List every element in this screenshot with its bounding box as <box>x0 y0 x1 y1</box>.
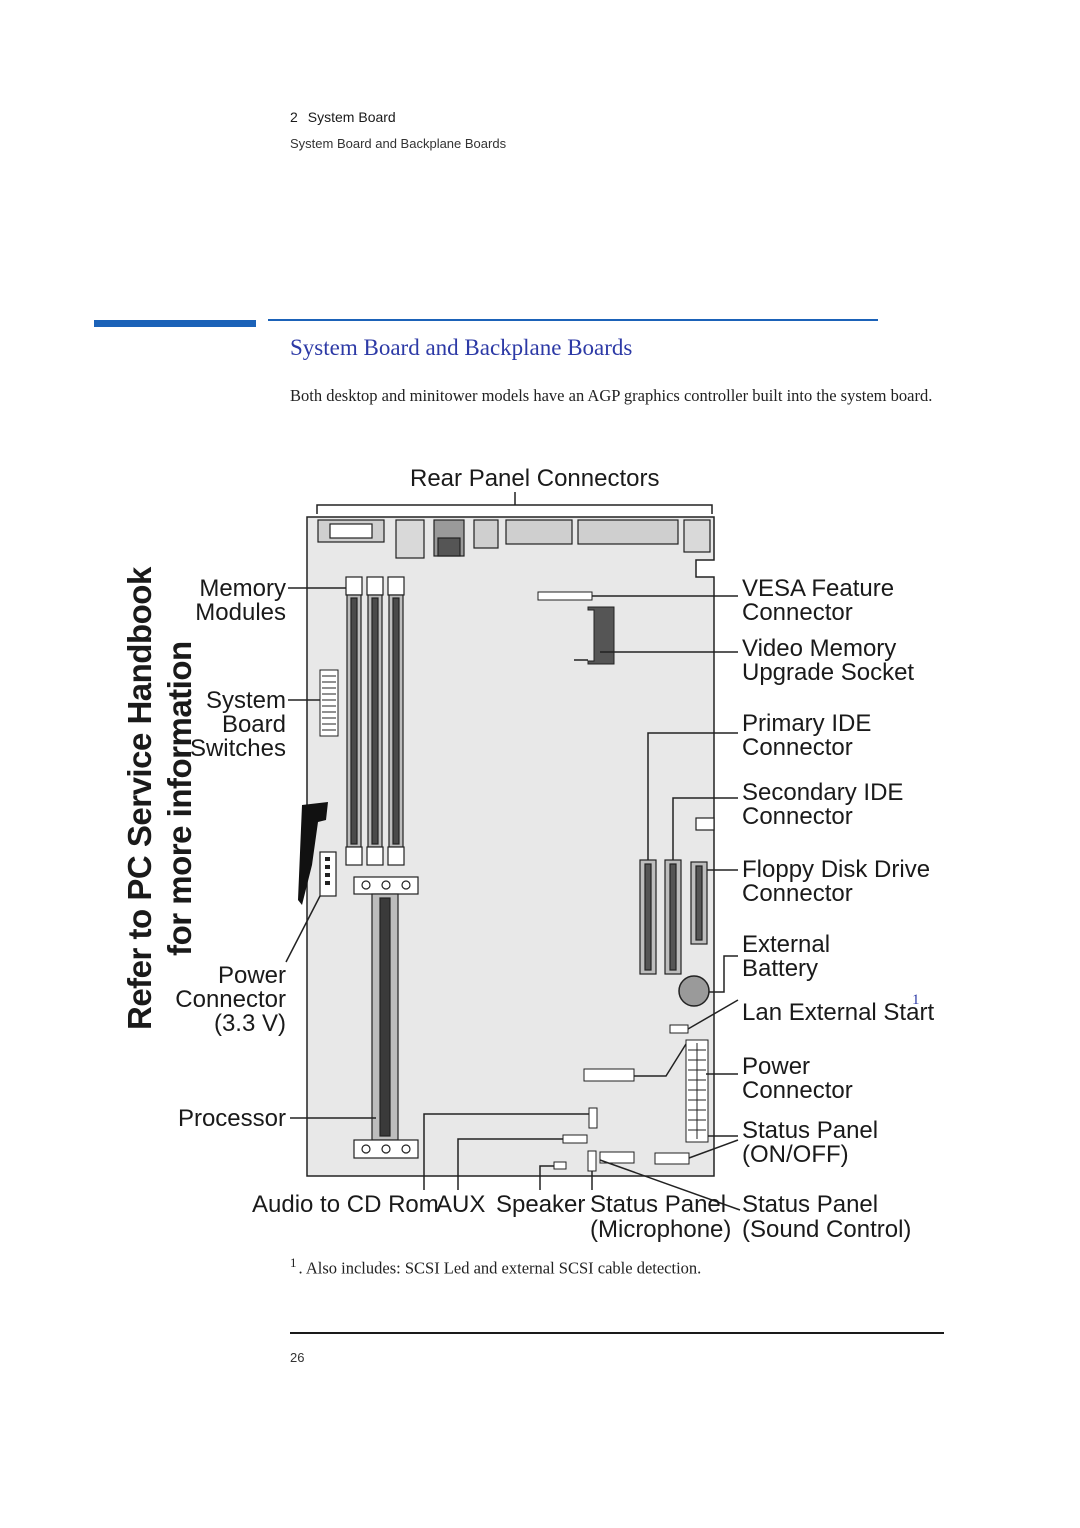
label-memory-1: Memory <box>199 575 286 602</box>
running-header-section: System Board and Backplane Boards <box>290 136 507 151</box>
board-outline <box>306 516 715 1177</box>
label-onoff-2: (ON/OFF) <box>742 1141 849 1168</box>
label-aux: AUX <box>436 1191 485 1218</box>
board-switches-block <box>319 669 339 737</box>
main-power-connector <box>685 1039 709 1143</box>
label-speaker: Speaker <box>496 1191 585 1218</box>
footnote-marker: 1 <box>290 1255 297 1270</box>
leader-lines <box>285 587 741 1211</box>
footnote-text: . Also includes: SCSI Led and external S… <box>298 1258 702 1278</box>
label-vesa-1: VESA Feature <box>742 575 894 602</box>
video-memory-socket <box>587 606 615 665</box>
section-rule <box>268 319 878 321</box>
label-switches-3: Switches <box>190 735 286 762</box>
label-video-1: Video Memory <box>742 635 896 662</box>
label-rear-panel: Rear Panel Connectors <box>410 465 659 492</box>
section-title: System Board and Backplane Boards <box>290 335 633 360</box>
ide-connectors <box>639 859 708 975</box>
label-side-1: Secondary IDE <box>742 779 903 806</box>
chapter-title: System Board <box>307 109 396 125</box>
external-battery <box>678 975 710 1007</box>
label-power3v-3: (3.3 V) <box>214 1010 286 1037</box>
lan-start-header <box>669 1024 689 1034</box>
label-battery-2: Battery <box>742 955 818 982</box>
label-sound-2: (Sound Control) <box>742 1216 911 1243</box>
label-power3v-1: Power <box>218 962 286 989</box>
label-switches-2: Board <box>222 711 286 738</box>
label-sound-1: Status Panel <box>742 1191 878 1218</box>
running-header-chapter: 2 System Board <box>290 109 396 125</box>
label-mic-2: (Microphone) <box>590 1216 731 1243</box>
label-floppy-1: Floppy Disk Drive <box>742 856 930 883</box>
small-headers <box>553 1068 690 1172</box>
label-pide-2: Connector <box>742 734 853 761</box>
label-lan: Lan External Start <box>742 999 934 1026</box>
label-side-2: Connector <box>742 803 853 830</box>
rear-panel-bracket <box>316 492 713 514</box>
label-memory-2: Modules <box>195 599 286 626</box>
label-switches-1: System <box>206 687 286 714</box>
label-battery-1: External <box>742 931 830 958</box>
agp-clip <box>298 802 328 905</box>
label-processor: Processor <box>178 1105 286 1132</box>
label-video-2: Upgrade Socket <box>742 659 914 686</box>
rear-panel-connectors <box>317 519 711 559</box>
vesa-feature-connector <box>537 591 593 601</box>
label-audio: Audio to CD Rom <box>252 1191 439 1218</box>
label-power3v-2: Connector <box>175 986 286 1013</box>
label-onoff-1: Status Panel <box>742 1117 878 1144</box>
label-lan-footnote-marker: 1 <box>912 992 920 1008</box>
label-vesa-2: Connector <box>742 599 853 626</box>
label-pide-1: Primary IDE <box>742 710 871 737</box>
label-pwr-1: Power <box>742 1053 810 1080</box>
label-floppy-2: Connector <box>742 880 853 907</box>
intro-paragraph: Both desktop and minitower models have a… <box>290 386 933 405</box>
footer-rule <box>290 1332 944 1334</box>
processor-slot <box>353 876 419 1159</box>
label-mic-1: Status Panel <box>590 1191 726 1218</box>
memory-slots <box>345 576 405 866</box>
label-pwr-2: Connector <box>742 1077 853 1104</box>
footnote: 1. Also includes: SCSI Led and external … <box>290 1255 701 1279</box>
page-number: 26 <box>290 1350 305 1365</box>
section-rule-accent <box>94 320 256 327</box>
chapter-number: 2 <box>290 109 298 125</box>
